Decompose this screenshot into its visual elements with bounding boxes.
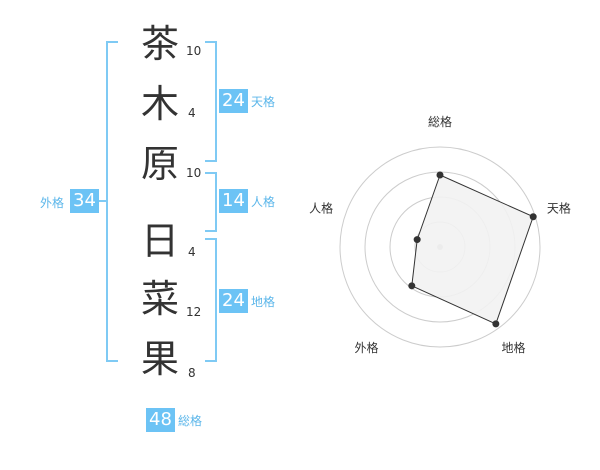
tenkaku-badge: 24 xyxy=(219,89,248,113)
name-char-3: 原 xyxy=(140,142,179,186)
name-char-1: 茶 xyxy=(140,22,179,66)
stroke-count-5: 12 xyxy=(186,305,202,319)
chikaku-badge: 24 xyxy=(219,289,248,313)
radar-axis-label-3: 地格 xyxy=(501,340,525,355)
tenkaku-label: 天格 xyxy=(251,95,276,109)
stroke-count-3: 10 xyxy=(186,166,202,180)
stroke-count-6: 8 xyxy=(188,366,196,380)
name-char-5: 菜 xyxy=(140,277,179,321)
outer-bracket-tick xyxy=(96,200,106,202)
radar-point-4 xyxy=(408,282,416,290)
radar-area xyxy=(411,174,534,325)
chikaku-label: 地格 xyxy=(251,295,276,309)
radar-point-3 xyxy=(492,320,500,328)
soukaku-badge: 48 xyxy=(146,408,175,432)
name-char-6: 果 xyxy=(140,337,179,381)
radar-points xyxy=(408,171,537,328)
jinkaku-badge: 14 xyxy=(219,189,248,213)
stroke-count-4: 4 xyxy=(188,245,196,259)
radar-point-5 xyxy=(413,236,421,244)
name-char-2: 木 xyxy=(140,82,179,126)
jinkaku-label: 人格 xyxy=(251,195,276,209)
bracket-jinkaku xyxy=(205,172,217,232)
gaikaku-label: 外格 xyxy=(40,196,65,210)
outer-bracket-gaikaku xyxy=(106,41,118,362)
radar-ring xyxy=(339,146,541,348)
radar-point-1 xyxy=(436,171,444,179)
bracket-tenkaku xyxy=(205,41,217,162)
name-char-4: 日 xyxy=(140,219,179,263)
radar-point-2 xyxy=(529,213,537,221)
radar-axis-label-5: 人格 xyxy=(309,200,333,215)
radar-axis-label-2: 天格 xyxy=(547,200,571,215)
soukaku-label: 総格 xyxy=(178,414,203,428)
bracket-chikaku xyxy=(205,238,217,362)
radar-axis-label-4: 外格 xyxy=(354,340,378,355)
stroke-count-2: 4 xyxy=(188,106,196,120)
stroke-count-1: 10 xyxy=(186,44,202,58)
radar-axis-label-1: 総格 xyxy=(428,114,452,129)
gaikaku-badge: 34 xyxy=(70,189,99,213)
